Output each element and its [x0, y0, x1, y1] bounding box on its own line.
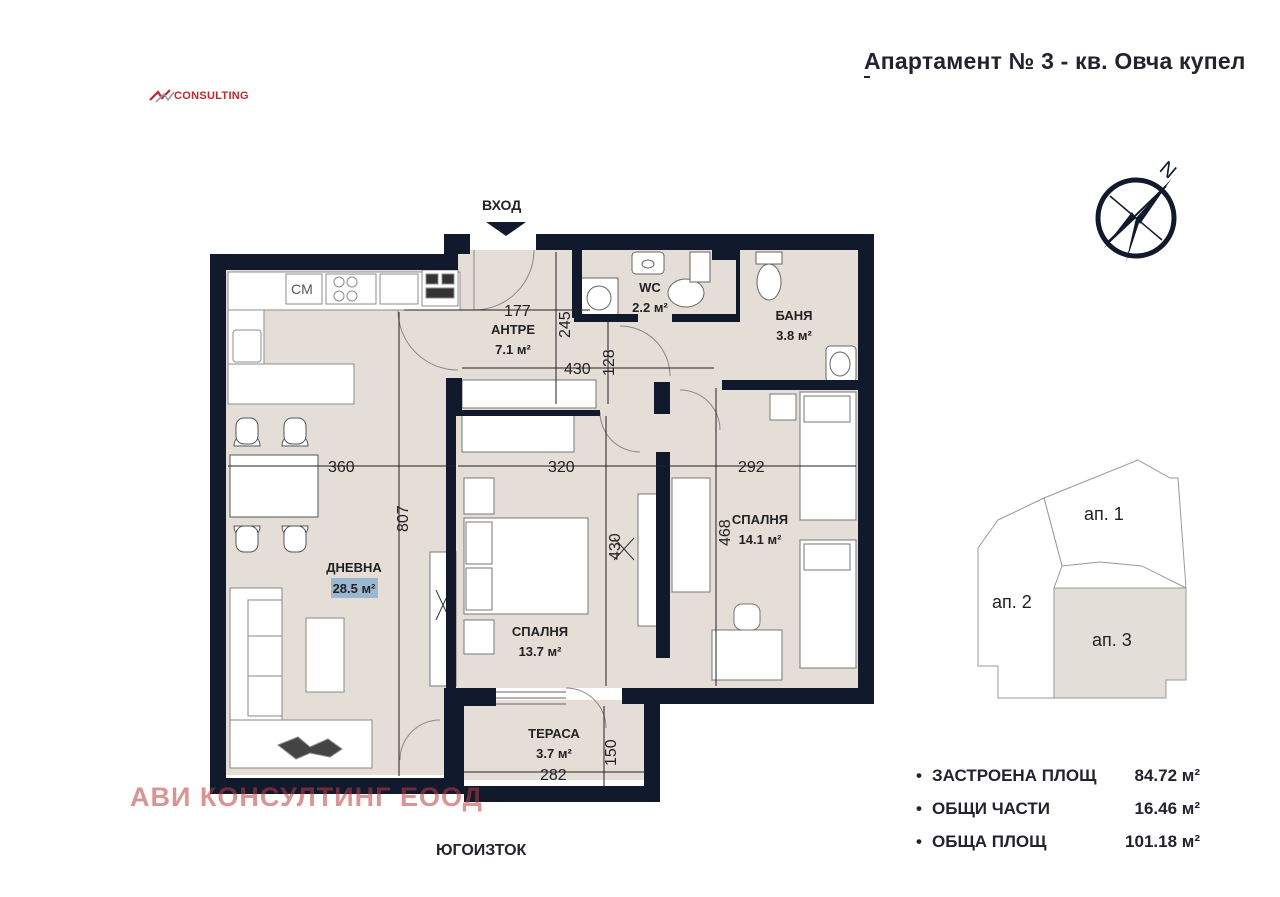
stat-built-area: • ЗАСТРОЕНА ПЛОЩ 84.72 м² [916, 766, 1216, 799]
room-antre-name: АНТРЕ [491, 322, 535, 337]
floor-areas [226, 248, 858, 780]
dimension-lines [228, 252, 856, 786]
stat-label: ОБЩА ПЛОЩ [932, 832, 1047, 851]
room-dnevna-area: 28.5 м² [333, 581, 377, 596]
stat-label: ЗАСТРОЕНА ПЛОЩ [932, 766, 1097, 785]
dim-282: 282 [540, 767, 567, 784]
bullet: • [916, 799, 922, 818]
logo-text: CONSULTING [174, 90, 249, 102]
dim-128: 128 [601, 349, 618, 376]
kitchen [227, 269, 461, 405]
bullet: • [916, 766, 922, 785]
stat-common-parts: • ОБЩИ ЧАСТИ 16.46 м² [916, 799, 1216, 832]
room-terasa-area: 3.7 м² [536, 746, 572, 761]
watermark: АВИ КОНСУЛТИНГ ЕООД [130, 782, 483, 812]
living-area-highlight [331, 578, 378, 598]
bullet: • [916, 832, 922, 851]
orientation-label: ЮГОИЗТОК [436, 842, 527, 859]
compass-n-label: N [1155, 157, 1180, 183]
title-underline [864, 76, 870, 78]
dim-430-bedroom: 430 [607, 533, 624, 560]
walls [210, 234, 874, 802]
dim-292: 292 [738, 459, 765, 476]
company-logo [149, 89, 175, 103]
stat-value: 16.46 м² [1134, 799, 1200, 818]
stat-value: 84.72 м² [1134, 766, 1200, 785]
room-dnevna-name: ДНЕВНА [326, 560, 382, 575]
bedroom2-furniture [671, 391, 857, 681]
stat-value: 101.18 м² [1125, 832, 1200, 851]
dim-320: 320 [548, 459, 575, 476]
room-wc-name: WC [639, 280, 661, 295]
room-wc-area: 2.2 м² [632, 300, 668, 315]
entrance-label: ВХОД [482, 197, 521, 213]
key-unit-3: ап. 3 [1092, 630, 1132, 650]
dim-360: 360 [328, 459, 355, 476]
entrance-arrow [486, 222, 526, 236]
key-unit-2: ап. 2 [992, 592, 1032, 612]
dim-430-hall: 430 [564, 361, 591, 378]
stat-total-area: • ОБЩА ПЛОЩ 101.18 м² [916, 832, 1216, 865]
room-spalnya2-name: СПАЛНЯ [732, 512, 788, 527]
key-plan: ап. 1 ап. 2 ап. 3 [977, 459, 1187, 699]
key-unit-1: ап. 1 [1084, 504, 1124, 524]
room-banya-area: 3.8 м² [776, 328, 812, 343]
sofa [229, 587, 373, 769]
page-title: Апартамент № 3 - кв. Овча купел [864, 48, 1246, 74]
bathroom-fixtures [579, 251, 857, 383]
room-terasa-name: ТЕРАСА [528, 726, 580, 741]
room-banya-name: БАНЯ [776, 308, 813, 323]
room-antre-area: 7.1 м² [495, 342, 531, 357]
dining-set [229, 417, 319, 553]
stat-label: ОБЩИ ЧАСТИ [932, 799, 1050, 818]
area-stats: • ЗАСТРОЕНА ПЛОЩ 84.72 м² • ОБЩИ ЧАСТИ 1… [916, 766, 1216, 865]
room-spalnya2-area: 14.1 м² [739, 532, 783, 547]
dim-245: 245 [557, 311, 574, 338]
dim-468: 468 [717, 519, 734, 546]
compass-icon: N [1095, 157, 1180, 262]
dim-150: 150 [603, 739, 620, 766]
room-spalnya1-area: 13.7 м² [519, 644, 563, 659]
dim-807: 807 [395, 505, 412, 532]
dim-177: 177 [504, 303, 531, 320]
washing-machine-label: CM [291, 281, 313, 297]
room-spalnya1-name: СПАЛНЯ [512, 624, 568, 639]
